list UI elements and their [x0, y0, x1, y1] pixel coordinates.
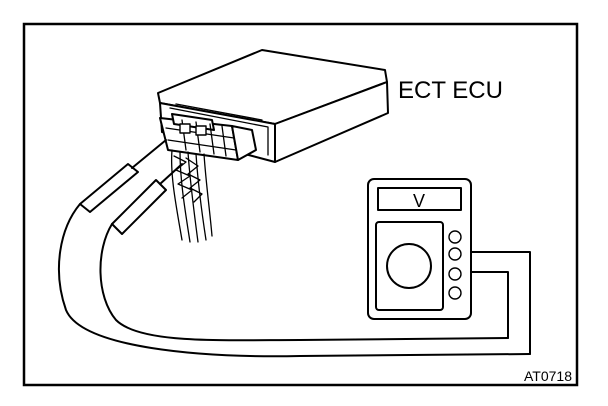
test-probe-left: [57, 139, 531, 358]
figure-code: AT0718: [524, 368, 572, 384]
ecu-connector: [159, 113, 257, 161]
meter-display-label: V: [413, 191, 425, 211]
ecu-label: ECT ECU: [398, 77, 503, 104]
wire-harness: [170, 149, 213, 243]
test-probe-right: [99, 163, 509, 342]
voltmeter: [367, 178, 472, 320]
meter-lead-lower: [461, 271, 509, 339]
meter-lead-upper: [461, 251, 531, 355]
